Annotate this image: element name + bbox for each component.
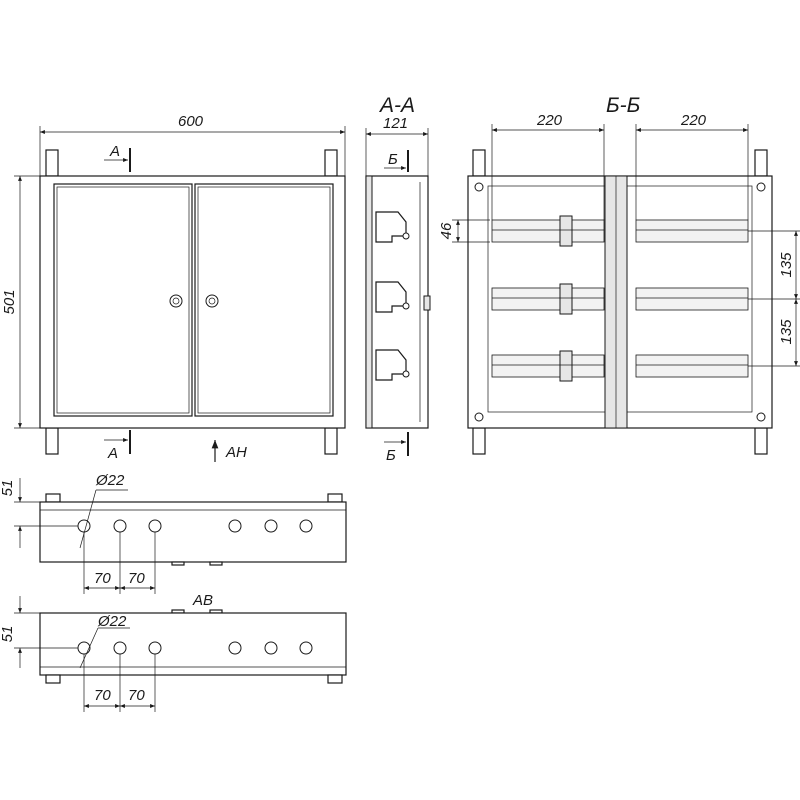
dim-width-label: 600 [178,113,204,130]
bottom-panel-tab [327,674,343,684]
mount-tab-top-left [45,149,59,177]
section-mark-a-bottom: A [107,445,118,462]
section-mark-a-top: A [109,143,120,160]
cable-entry-hole [148,641,162,655]
bottom-view-label: AB [192,592,213,609]
dim-rail-pitch-1-label: 135 [778,252,795,278]
dim-right-width-label: 220 [680,112,707,129]
right-door-panel [197,186,331,414]
screw-icon [474,412,484,422]
left-door [53,183,193,417]
aa-body [365,175,429,429]
left-lock-icon [169,294,183,308]
right-lock-icon [205,294,219,308]
diameter-label: Ø22 [95,472,125,489]
dim-offset-label: 51 [0,626,16,643]
view-label-ah: AH [225,444,247,461]
bb-tab-bottom-right [754,427,768,455]
aa-breaker-row-3 [375,349,410,381]
front-view: 600 501 A A AH [1,113,346,462]
cable-entry-hole [264,641,278,655]
bb-tab-top-left [472,149,486,177]
dim-left-width-label: 220 [536,112,563,129]
top-panel-foot [171,561,185,566]
bb-rail-1 [491,215,749,247]
dim-spacing-2-label: 70 [128,687,145,704]
aa-breaker-row-2 [375,281,410,313]
bb-tab-top-right [754,149,768,177]
cable-entry-hole [77,641,91,655]
cable-entry-hole [148,519,162,533]
bottom-panel-tab [45,674,61,684]
mount-tab-bottom-right [324,427,338,455]
section-bb-view: Б-Б [438,94,800,455]
dim-spacing-1-label: 70 [94,687,111,704]
section-mark-b-bottom: Б [386,447,396,464]
cable-entry-hole [228,641,242,655]
dim-spacing-1-label: 70 [94,570,111,587]
aa-breaker-row-1 [375,211,410,243]
section-bb-title: Б-Б [606,94,640,117]
diameter-label: Ø22 [97,613,127,630]
cable-entry-hole [113,641,127,655]
mount-tab-top-right [324,149,338,177]
screw-icon [756,412,766,422]
screw-icon [474,182,484,192]
cable-entry-hole [228,519,242,533]
top-panel-view: 51 Ø22 70 70 [0,472,347,594]
top-panel-foot [209,561,223,566]
top-panel-tab [327,493,343,503]
top-panel-tab [45,493,61,503]
section-aa-title: A-A [378,94,415,117]
dim-rail-offset-label: 46 [438,222,455,239]
bb-rail-2 [491,283,749,315]
bottom-panel-view: AB 51 Ø22 70 70 [0,592,347,712]
section-aa-view: A-A 121 Б Б [365,94,431,464]
dim-height-label: 501 [1,289,18,314]
dim-depth-label: 121 [383,115,408,132]
cable-entry-hole [264,519,278,533]
diameter-leader [79,489,97,549]
aa-lock [423,295,431,311]
cable-entry-hole [299,519,313,533]
diameter-leader [79,627,99,669]
bb-rail-3 [491,350,749,382]
dim-spacing-2-label: 70 [128,570,145,587]
aa-door-edge [365,175,373,429]
dim-rail-pitch-2-label: 135 [778,319,795,345]
left-door-panel [56,186,190,414]
bb-tab-bottom-left [472,427,486,455]
cable-entry-hole [299,641,313,655]
cable-entry-hole [77,519,91,533]
cable-entry-hole [113,519,127,533]
dim-offset-label: 51 [0,480,16,497]
screw-icon [756,182,766,192]
top-panel [39,501,347,563]
section-mark-b-top: Б [388,151,398,168]
mount-tab-bottom-left [45,427,59,455]
